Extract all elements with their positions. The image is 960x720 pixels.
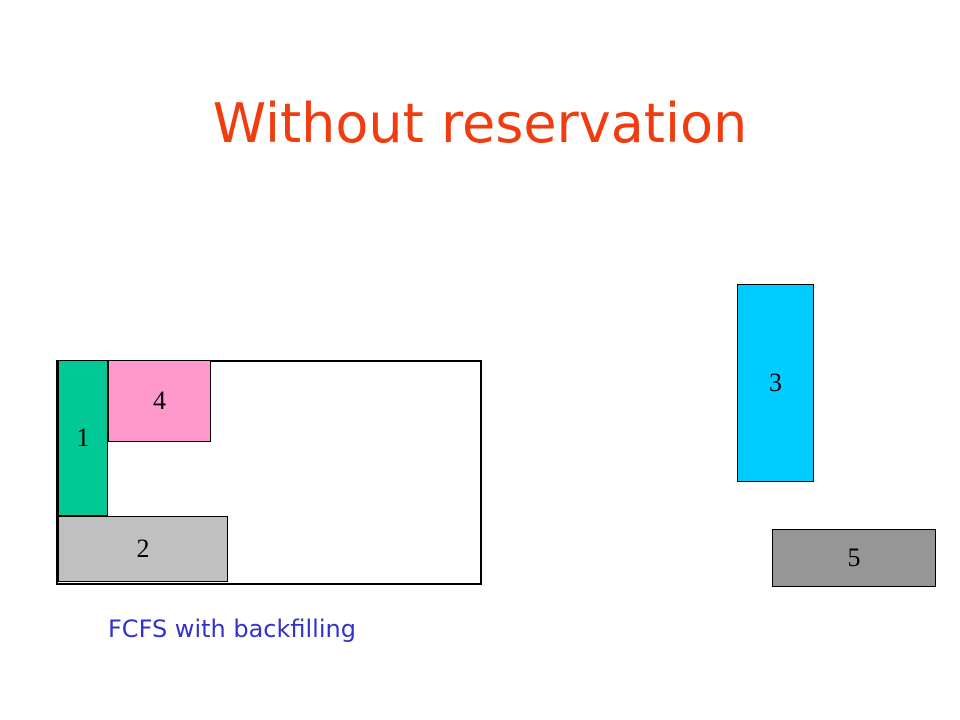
job-5: 5	[772, 529, 936, 587]
job-4-label: 4	[153, 386, 166, 415]
job-3: 3	[737, 284, 814, 482]
job-2: 2	[58, 516, 228, 582]
job-1: 1	[58, 360, 108, 516]
job-2-label: 2	[136, 534, 150, 563]
job-3-label: 3	[769, 368, 782, 397]
slide-title: Without reservation	[212, 92, 748, 155]
diagram-caption: FCFS with backfilling	[108, 615, 356, 643]
job-4: 4	[108, 360, 211, 442]
job-5-label: 5	[847, 543, 861, 572]
job-1-label: 1	[76, 423, 90, 452]
